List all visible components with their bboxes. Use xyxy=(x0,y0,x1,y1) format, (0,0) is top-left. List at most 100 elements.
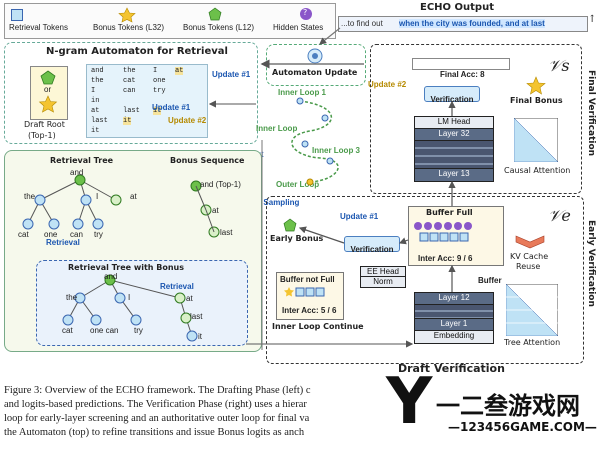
bs-at: at xyxy=(212,206,219,215)
ngram-cell: it xyxy=(123,117,132,125)
ee-head-label: EE Head xyxy=(366,267,400,276)
layer-32-label: Layer 32 xyxy=(438,129,470,138)
early-verification-box: Verification xyxy=(344,236,400,254)
or-label: or xyxy=(44,85,52,94)
tree-bonus-graph xyxy=(62,274,198,342)
tb-cat: cat xyxy=(62,326,73,335)
caption-line-2: and logits-based predictions. The Verifi… xyxy=(4,399,307,410)
early-verification-panel xyxy=(266,196,584,364)
rt-can: can xyxy=(70,230,83,239)
tb-at: at xyxy=(186,294,193,303)
final-bonus-label: Final Bonus xyxy=(510,96,563,105)
early-verification-label: Verification xyxy=(350,245,394,254)
ngram-panel xyxy=(4,42,258,144)
final-token-bar xyxy=(412,58,510,70)
echo-output-prefix: ...to find out xyxy=(341,19,383,28)
ve-symbol: 𝒱e xyxy=(548,206,571,225)
rt-the: the xyxy=(24,192,36,201)
not-full-tokens xyxy=(284,287,325,297)
ngram-cell: last xyxy=(123,107,140,115)
caption-line-4: the Automaton (top) to refine transition… xyxy=(4,427,305,438)
buffer-not-full-label: Buffer not Full xyxy=(280,275,335,284)
rt-one: one xyxy=(44,230,58,239)
ngram-cell: I xyxy=(153,67,158,75)
outer-loop-label: Outer Loop xyxy=(276,180,320,189)
ngram-cell: at xyxy=(175,67,184,75)
bs-last: last xyxy=(220,228,233,237)
ngram-cell: can xyxy=(123,87,136,95)
layer-stack xyxy=(414,140,494,170)
echo-output-title: ECHO Output xyxy=(420,2,494,13)
final-acc-label: Final Acc: 8 xyxy=(440,70,485,79)
ngram-update1b: Update #1 xyxy=(152,103,191,112)
hidden-state-glyph: ? xyxy=(303,8,308,17)
ngram-cell: one xyxy=(153,77,166,85)
layer-13-label: Layer 13 xyxy=(438,169,470,178)
tb-it: it xyxy=(198,332,202,341)
legend-icons xyxy=(118,7,312,23)
rt-try: try xyxy=(94,230,103,239)
tree-bonus-box xyxy=(36,260,248,346)
causal-attention-label: Causal Attention xyxy=(504,166,571,175)
update1-label: Update #1 xyxy=(340,212,379,221)
bs-and-top1: and (Top-1) xyxy=(200,180,241,189)
rt-i: I xyxy=(96,192,99,201)
draft-root-top1: (Top-1) xyxy=(28,131,56,140)
ngram-cell: cat xyxy=(123,77,136,85)
echo-output-box: ...to find out when the city was founded… xyxy=(338,16,588,32)
kv-cache-label: KV Cache xyxy=(510,252,549,261)
early-bonus-icon xyxy=(283,218,297,232)
buffer-full-label: Buffer Full xyxy=(426,208,473,217)
star-icon xyxy=(38,95,58,113)
ngram-cell: I xyxy=(91,87,96,95)
embedding: Embedding xyxy=(414,330,494,344)
tb-try: try xyxy=(134,326,143,335)
rt-cat: cat xyxy=(18,230,29,239)
ngram-table: and the I at the cat one I can try in at… xyxy=(86,64,208,138)
tb-last: last xyxy=(190,312,203,321)
ngram-cell: at xyxy=(91,107,100,115)
inner-loop1-label: Inner Loop 1 xyxy=(278,88,326,97)
inner-loop3-label: Inner Loop 3 xyxy=(312,146,360,155)
caption-line-1: Figure 3: Overview of the ECHO framework… xyxy=(4,385,311,396)
ngram-update2: Update #2 xyxy=(168,116,207,125)
rt-retrieval: Retrieval xyxy=(46,238,80,247)
inner-loop-label: Inner Loop xyxy=(256,124,298,133)
causal-attention-matrix xyxy=(514,118,558,162)
bonus-sequence-title: Bonus Sequence xyxy=(170,156,245,165)
star-icon xyxy=(118,7,136,23)
final-verification-panel xyxy=(370,44,582,194)
watermark-logo: Y xyxy=(386,365,433,439)
retrieval-tree-title: Retrieval Tree xyxy=(50,156,114,165)
retrieval-tree-graph xyxy=(22,174,220,238)
watermark-url: —123456GAME.COM— xyxy=(448,420,597,434)
ngram-cell: the xyxy=(91,77,104,85)
final-verification-label: Verification xyxy=(430,95,474,104)
lm-head-label: LM Head xyxy=(437,117,471,126)
retrieval-token-icon xyxy=(11,9,23,21)
norm-label: Norm xyxy=(373,277,393,286)
update2-label: Update #2 xyxy=(368,80,407,89)
tb-and: and xyxy=(104,272,118,281)
ngram-cell: last xyxy=(91,117,108,125)
buffer-tokens xyxy=(414,222,472,242)
kv-cache-icon xyxy=(515,235,545,249)
tree-bonus-title: Retrieval Tree with Bonus xyxy=(68,263,185,272)
tree-attention-matrix xyxy=(506,284,558,336)
draft-root-icons xyxy=(38,70,58,113)
hidden-state-icon xyxy=(300,8,312,20)
loop-spiral-diagram xyxy=(291,97,339,186)
vs-symbol: 𝒱s xyxy=(548,56,570,75)
ngram-update1a: Update #1 xyxy=(212,70,251,79)
tb-i: I xyxy=(128,293,131,302)
layer-1-label: Layer 1 xyxy=(440,319,468,328)
pentagon-icon xyxy=(40,70,56,85)
ngram-cell: try xyxy=(153,87,166,95)
inner-loop-continue: Inner Loop Continue xyxy=(272,322,364,331)
tree-attention-label: Tree Attention xyxy=(504,338,561,347)
norm: Norm xyxy=(360,276,406,288)
ngram-cell: it xyxy=(153,107,162,115)
early-bonus-label: Early Bonus xyxy=(270,234,324,243)
layer-12-label: Layer 12 xyxy=(438,293,470,302)
